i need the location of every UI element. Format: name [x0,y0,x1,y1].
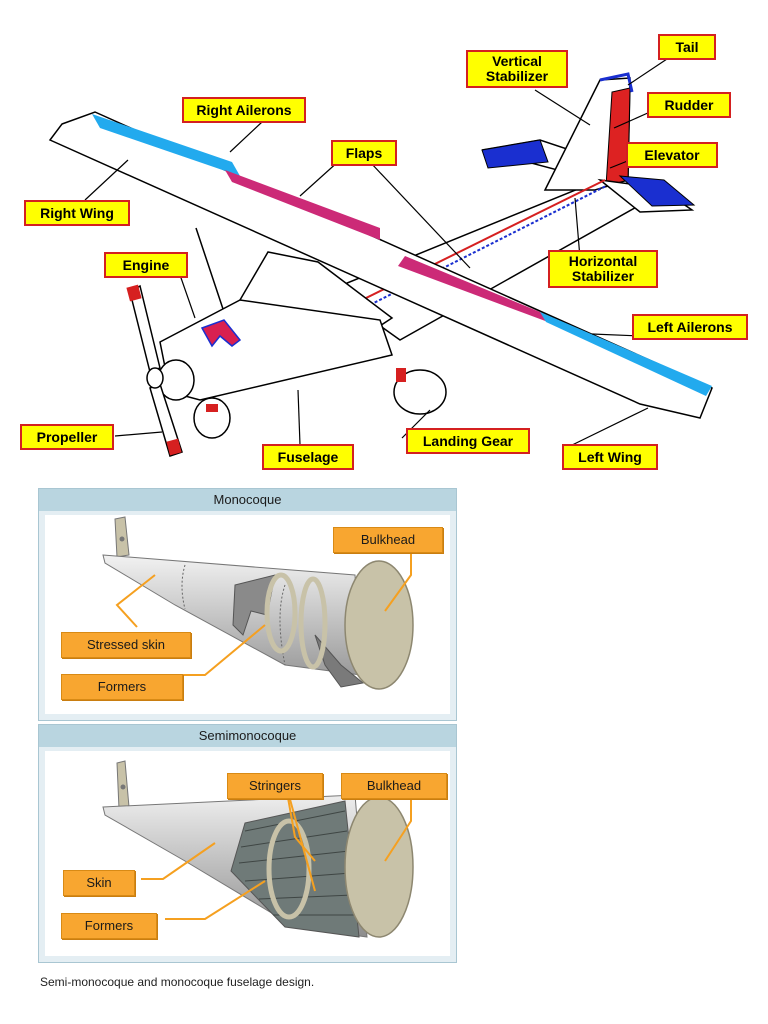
label-engine: Engine [104,252,188,278]
label-propeller: Propeller [20,424,114,450]
propeller-tip-bottom [166,438,182,456]
monocoque-label-formers: Formers [61,674,183,700]
semimonocoque-panel: Semimonocoque [38,724,457,963]
semimonocoque-label-formers: Formers [61,913,157,939]
right-flap-shape [225,170,380,240]
semimonocoque-label-stringers: Stringers [227,773,323,799]
airplane-illustration [48,56,713,457]
label-tail: Tail [658,34,716,60]
main-wing [48,111,713,419]
label-right-ailerons: Right Ailerons [182,97,306,123]
label-landing-gear: Landing Gear [406,428,530,454]
figure-caption: Semi-monocoque and monocoque fuselage de… [40,975,315,989]
monocoque-illustration [102,516,414,690]
nose-wheel [193,397,231,439]
label-rudder: Rudder [647,92,731,118]
label-vertical-stabilizer: Vertical Stabilizer [466,50,568,88]
semimonocoque-title: Semimonocoque [39,725,456,747]
monocoque-label-bulkhead: Bulkhead [333,527,443,553]
propeller-tip-top [126,284,142,302]
label-left-ailerons: Left Ailerons [632,314,748,340]
semimonocoque-label-bulkhead: Bulkhead [341,773,447,799]
label-left-wing: Left Wing [562,444,658,470]
elevator-left [481,139,549,169]
label-elevator: Elevator [626,142,718,168]
right-aileron-shape [92,114,240,176]
monocoque-panel: Monocoque [38,488,457,721]
label-horizontal-stabilizer: Horizontal Stabilizer [548,250,658,288]
elevator-right [618,175,696,207]
label-flaps: Flaps [331,140,397,166]
monocoque-label-stressed-skin: Stressed skin [61,632,191,658]
left-aileron-shape [540,312,712,396]
semimonocoque-label-skin: Skin [63,870,135,896]
main-wheel [393,369,447,415]
label-right-wing: Right Wing [24,200,130,226]
leader-lines [84,56,671,449]
monocoque-title: Monocoque [39,489,456,511]
tail-tip-shape [599,72,634,93]
spinner [146,367,164,389]
gear-red-mark-2 [206,404,218,412]
label-fuselage: Fuselage [262,444,354,470]
bird-logo [200,319,242,348]
gear-red-mark-1 [396,368,406,382]
left-flap-shape [398,256,548,322]
